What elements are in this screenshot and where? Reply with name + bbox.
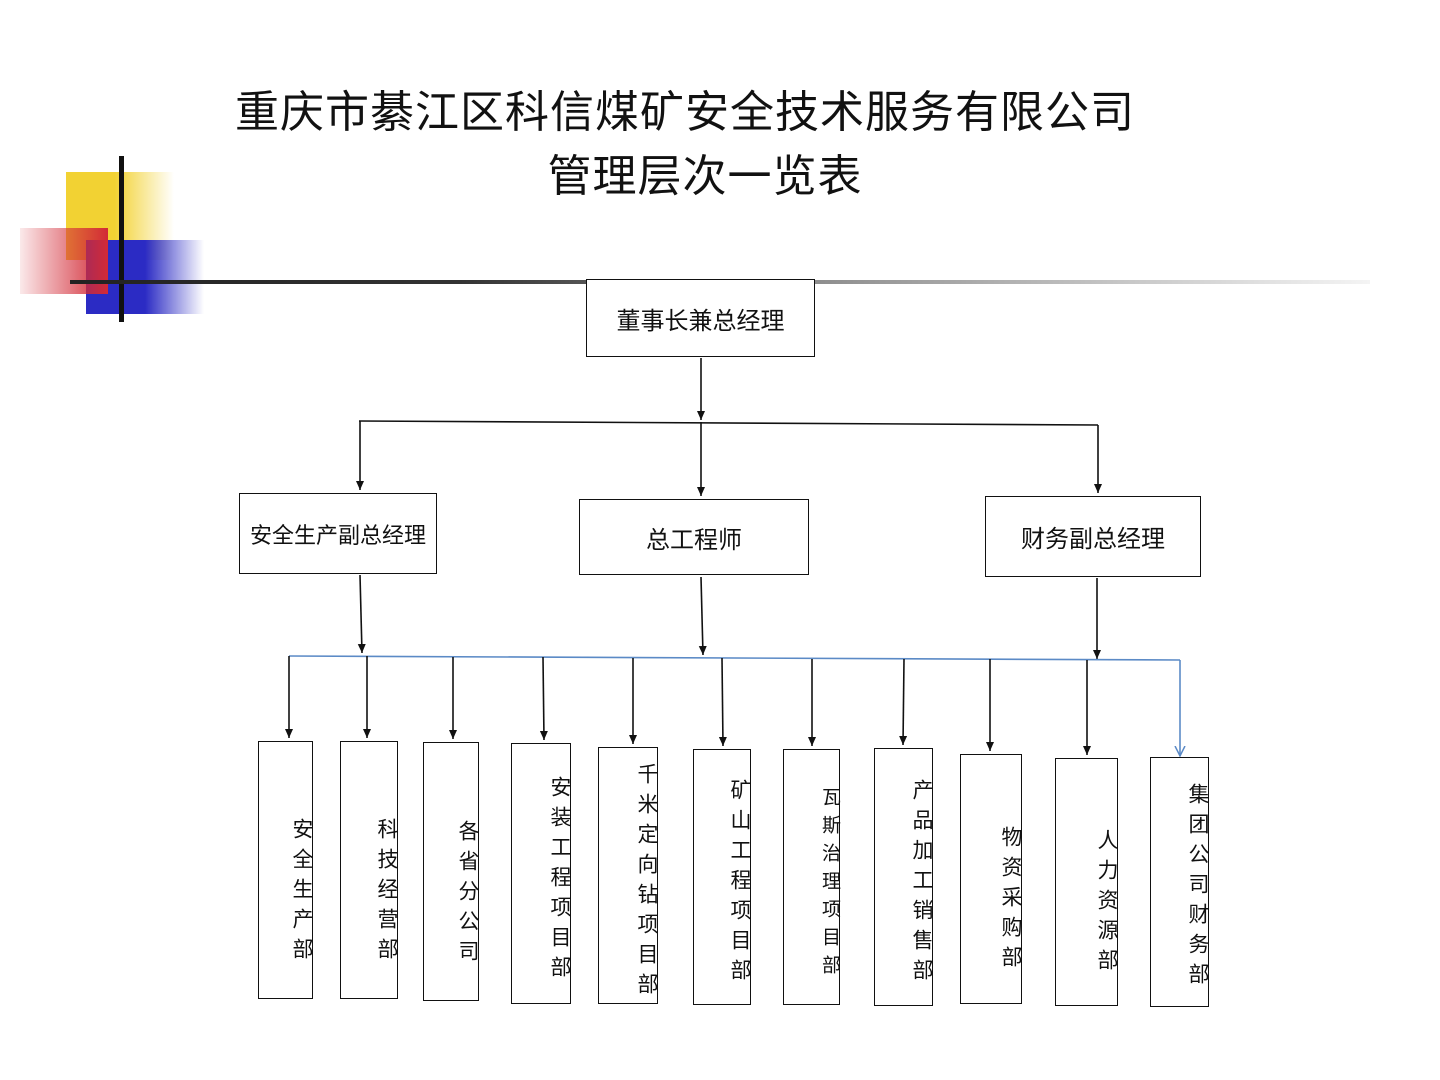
org-node-label: 矿山工程项目部 [728,779,752,989]
connector-arrow [718,657,727,747]
org-node-label: 安全生产副总经理 [249,523,426,549]
page-subtitle: 管理层次一览表 [547,151,863,202]
org-node-department: 集团公司财务部 [1150,757,1210,1007]
connector-arrow [899,658,908,746]
connector-arrow [698,576,707,656]
connector-department-bus [288,655,1181,661]
org-node-label: 安装工程项目部 [548,775,572,986]
org-node-label: 董事长兼总经理 [616,306,785,335]
org-node-label: 财务副总经理 [1021,525,1165,553]
org-node-label: 科技经营部 [375,818,399,968]
org-node-label: 物资采购部 [999,826,1023,976]
org-node-department: 产品加工销售部 [874,748,934,1006]
connector-bus [358,420,1099,426]
org-node-department: 安装工程项目部 [511,743,572,1004]
org-node-department: 人力资源部 [1055,758,1119,1006]
org-node-label: 各省分公司 [456,819,480,970]
org-node-label: 集团公司财务部 [1186,783,1210,993]
org-node-department: 科技经营部 [340,741,399,999]
org-node-department: 安全生产部 [258,741,314,999]
org-node-department: 各省分公司 [423,742,480,1001]
org-node-label: 产品加工销售部 [910,779,934,989]
connector-arrow [357,574,366,654]
org-node-label: 千米定向钻项目部 [635,762,659,1003]
org-node-finance-vp: 财务副总经理 [985,496,1201,577]
page-title: 重庆市綦江区科信煤矿安全技术服务有限公司 [235,87,1135,138]
org-node-department: 矿山工程项目部 [693,749,752,1005]
decor-vertical-line [119,156,124,322]
org-node-label: 总工程师 [646,525,742,554]
org-node-label: 安全生产部 [290,818,314,968]
org-node-chairman: 董事长兼总经理 [586,279,815,357]
org-node-chief-engineer: 总工程师 [579,499,809,575]
org-node-department: 千米定向钻项目部 [598,747,659,1004]
org-node-department: 瓦斯治理项目部 [783,749,841,1005]
org-node-department: 物资采购部 [960,754,1023,1004]
connector-arrow [539,656,548,741]
org-node-label: 人力资源部 [1095,829,1119,979]
org-node-safety-vp: 安全生产副总经理 [239,493,437,574]
org-node-label: 瓦斯治理项目部 [819,787,841,983]
